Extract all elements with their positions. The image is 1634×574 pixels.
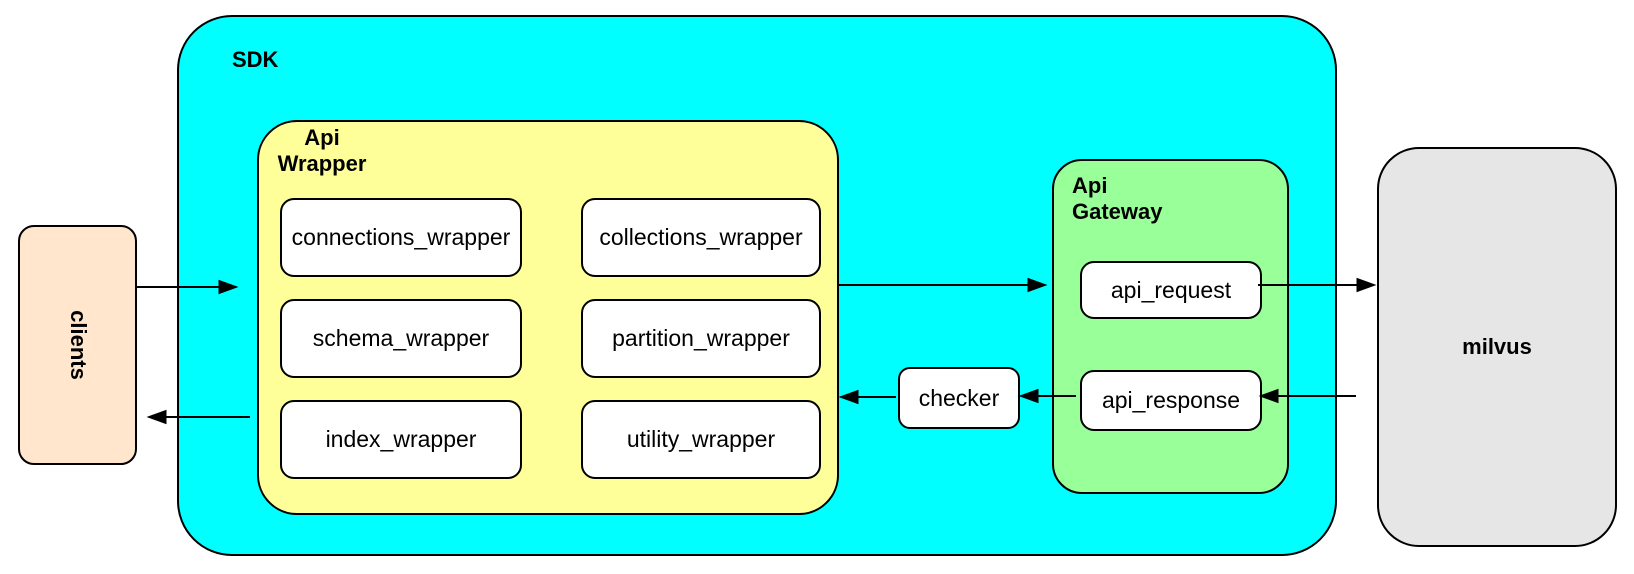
index-wrapper-box: index_wrapper	[280, 400, 522, 479]
sdk-label: SDK	[232, 47, 279, 72]
milvus-label: milvus	[1462, 334, 1532, 359]
schema-wrapper-box: schema_wrapper	[280, 299, 522, 378]
checker-box: checker	[898, 367, 1020, 429]
api-response-box: api_response	[1080, 370, 1262, 431]
utility-wrapper-box: utility_wrapper	[581, 400, 821, 479]
collections-wrapper-box: collections_wrapper	[581, 198, 821, 277]
clients-label: clients	[65, 310, 91, 380]
api-wrapper-container: Api Wrapper connections_wrapper collecti…	[257, 120, 839, 515]
api-gateway-label: Api Gateway	[1072, 173, 1163, 224]
api-gateway-container: Api Gateway api_request api_response	[1052, 159, 1289, 494]
api-wrapper-label: Api Wrapper	[277, 125, 367, 176]
milvus-box: milvus	[1377, 147, 1617, 547]
partition-wrapper-box: partition_wrapper	[581, 299, 821, 378]
connections-wrapper-box: connections_wrapper	[280, 198, 522, 277]
api-request-box: api_request	[1080, 261, 1262, 319]
clients-box: clients	[18, 225, 137, 465]
sdk-container: SDK Api Wrapper connections_wrapper coll…	[177, 15, 1337, 556]
